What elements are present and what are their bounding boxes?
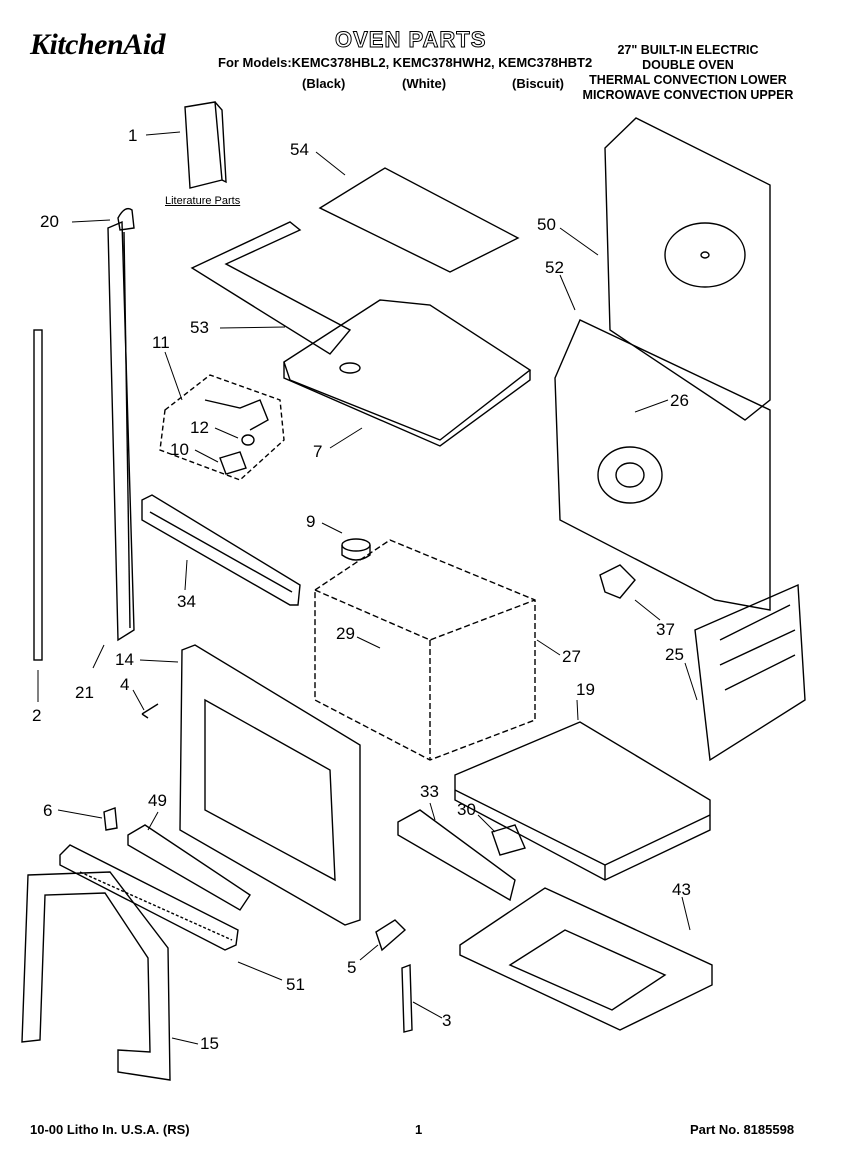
callout-34: 34: [177, 592, 196, 611]
callout-1: 1: [128, 126, 138, 145]
callout-53: 53: [190, 318, 209, 337]
callout-12: 12: [190, 418, 209, 437]
callout-20: 20: [40, 212, 59, 231]
part-number: Part No. 8185598: [690, 1122, 795, 1137]
callout-25: 25: [665, 645, 684, 664]
desc-line-4: MICROWAVE CONVECTION UPPER: [582, 88, 794, 102]
callout-2: 2: [32, 706, 42, 725]
color-black: (Black): [302, 76, 346, 91]
litho-note: 10-00 Litho In. U.S.A. (RS): [30, 1122, 190, 1137]
callout-54: 54: [290, 140, 309, 159]
product-description: 27" BUILT-IN ELECTRIC DOUBLE OVEN THERMA…: [568, 43, 808, 103]
literature-parts-label: Literature Parts: [165, 195, 241, 207]
callout-29: 29: [336, 624, 355, 643]
callout-33: 33: [420, 782, 439, 801]
callout-50: 50: [537, 215, 556, 234]
page-title: OVEN PARTS: [334, 27, 487, 53]
callout-51: 51: [286, 975, 305, 994]
callout-26: 26: [670, 391, 689, 410]
callout-49: 49: [148, 791, 167, 810]
callout-3: 3: [442, 1011, 452, 1030]
desc-line-3: THERMAL CONVECTION LOWER: [589, 73, 787, 87]
callout-7: 7: [313, 442, 323, 461]
callout-52: 52: [545, 258, 564, 277]
desc-line-1: 27" BUILT-IN ELECTRIC: [617, 43, 759, 57]
callout-37: 37: [656, 620, 675, 639]
desc-line-2: DOUBLE OVEN: [642, 58, 734, 72]
callout-43: 43: [672, 880, 691, 899]
callout-19: 19: [576, 680, 595, 699]
model-list: For Models:KEMC378HBL2, KEMC378HWH2, KEM…: [218, 55, 593, 70]
brand-logo: KitchenAid: [30, 28, 166, 61]
callout-14: 14: [115, 650, 134, 669]
callout-10: 10: [170, 440, 189, 459]
callout-30: 30: [457, 800, 476, 819]
callout-11: 11: [152, 333, 170, 352]
callout-21: 21: [75, 683, 94, 702]
callout-5: 5: [347, 958, 357, 977]
callout-6: 6: [43, 801, 53, 820]
color-biscuit: (Biscuit): [512, 76, 564, 91]
callout-15: 15: [200, 1034, 219, 1053]
callout-4: 4: [120, 675, 130, 694]
callout-27: 27: [562, 647, 581, 666]
callout-9: 9: [306, 512, 316, 531]
page-number: 1: [415, 1122, 423, 1137]
color-white: (White): [402, 76, 447, 91]
